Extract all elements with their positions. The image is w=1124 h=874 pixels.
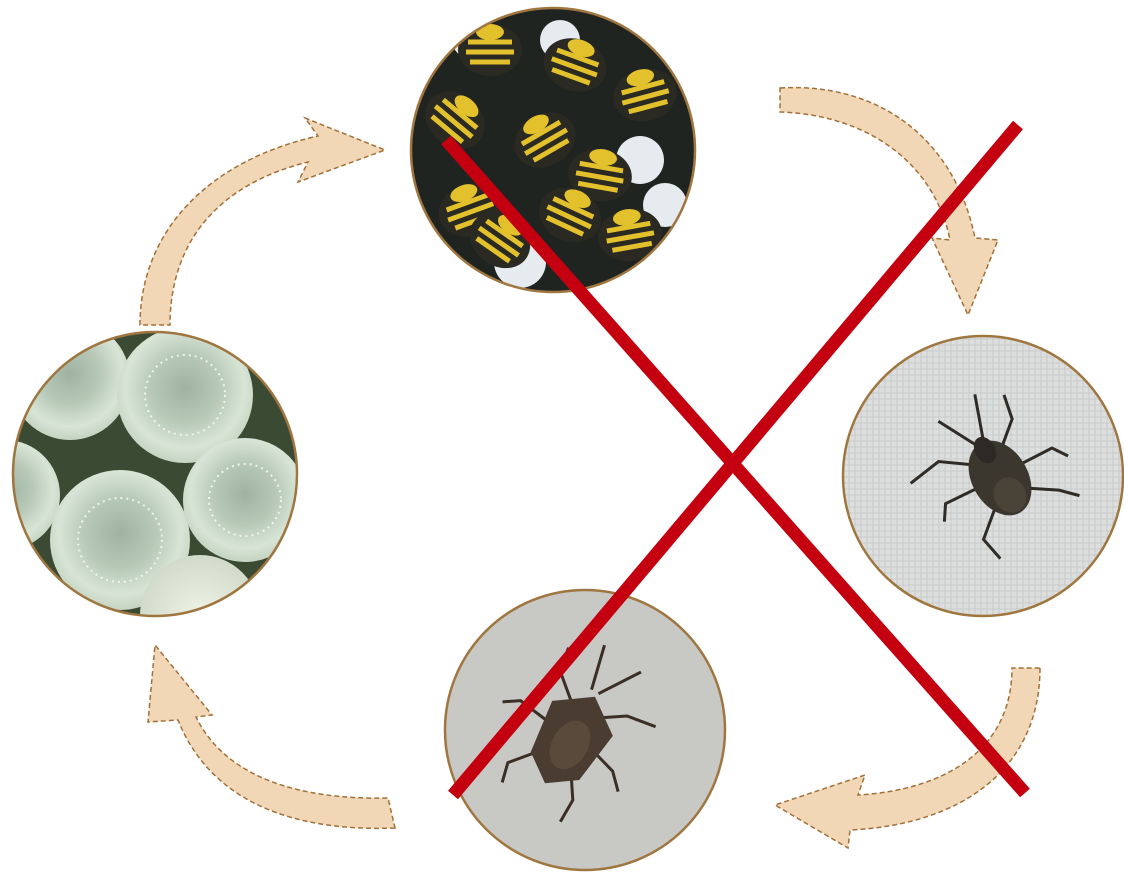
- adult-stink-bug-photo: [440, 585, 730, 874]
- egg-cluster-photo: [0, 320, 307, 675]
- arrow-eggs-to-nymphs: [140, 118, 385, 325]
- arrow-adult-to-eggs: [148, 645, 395, 828]
- nymph-on-mesh-photo: [840, 334, 1124, 624]
